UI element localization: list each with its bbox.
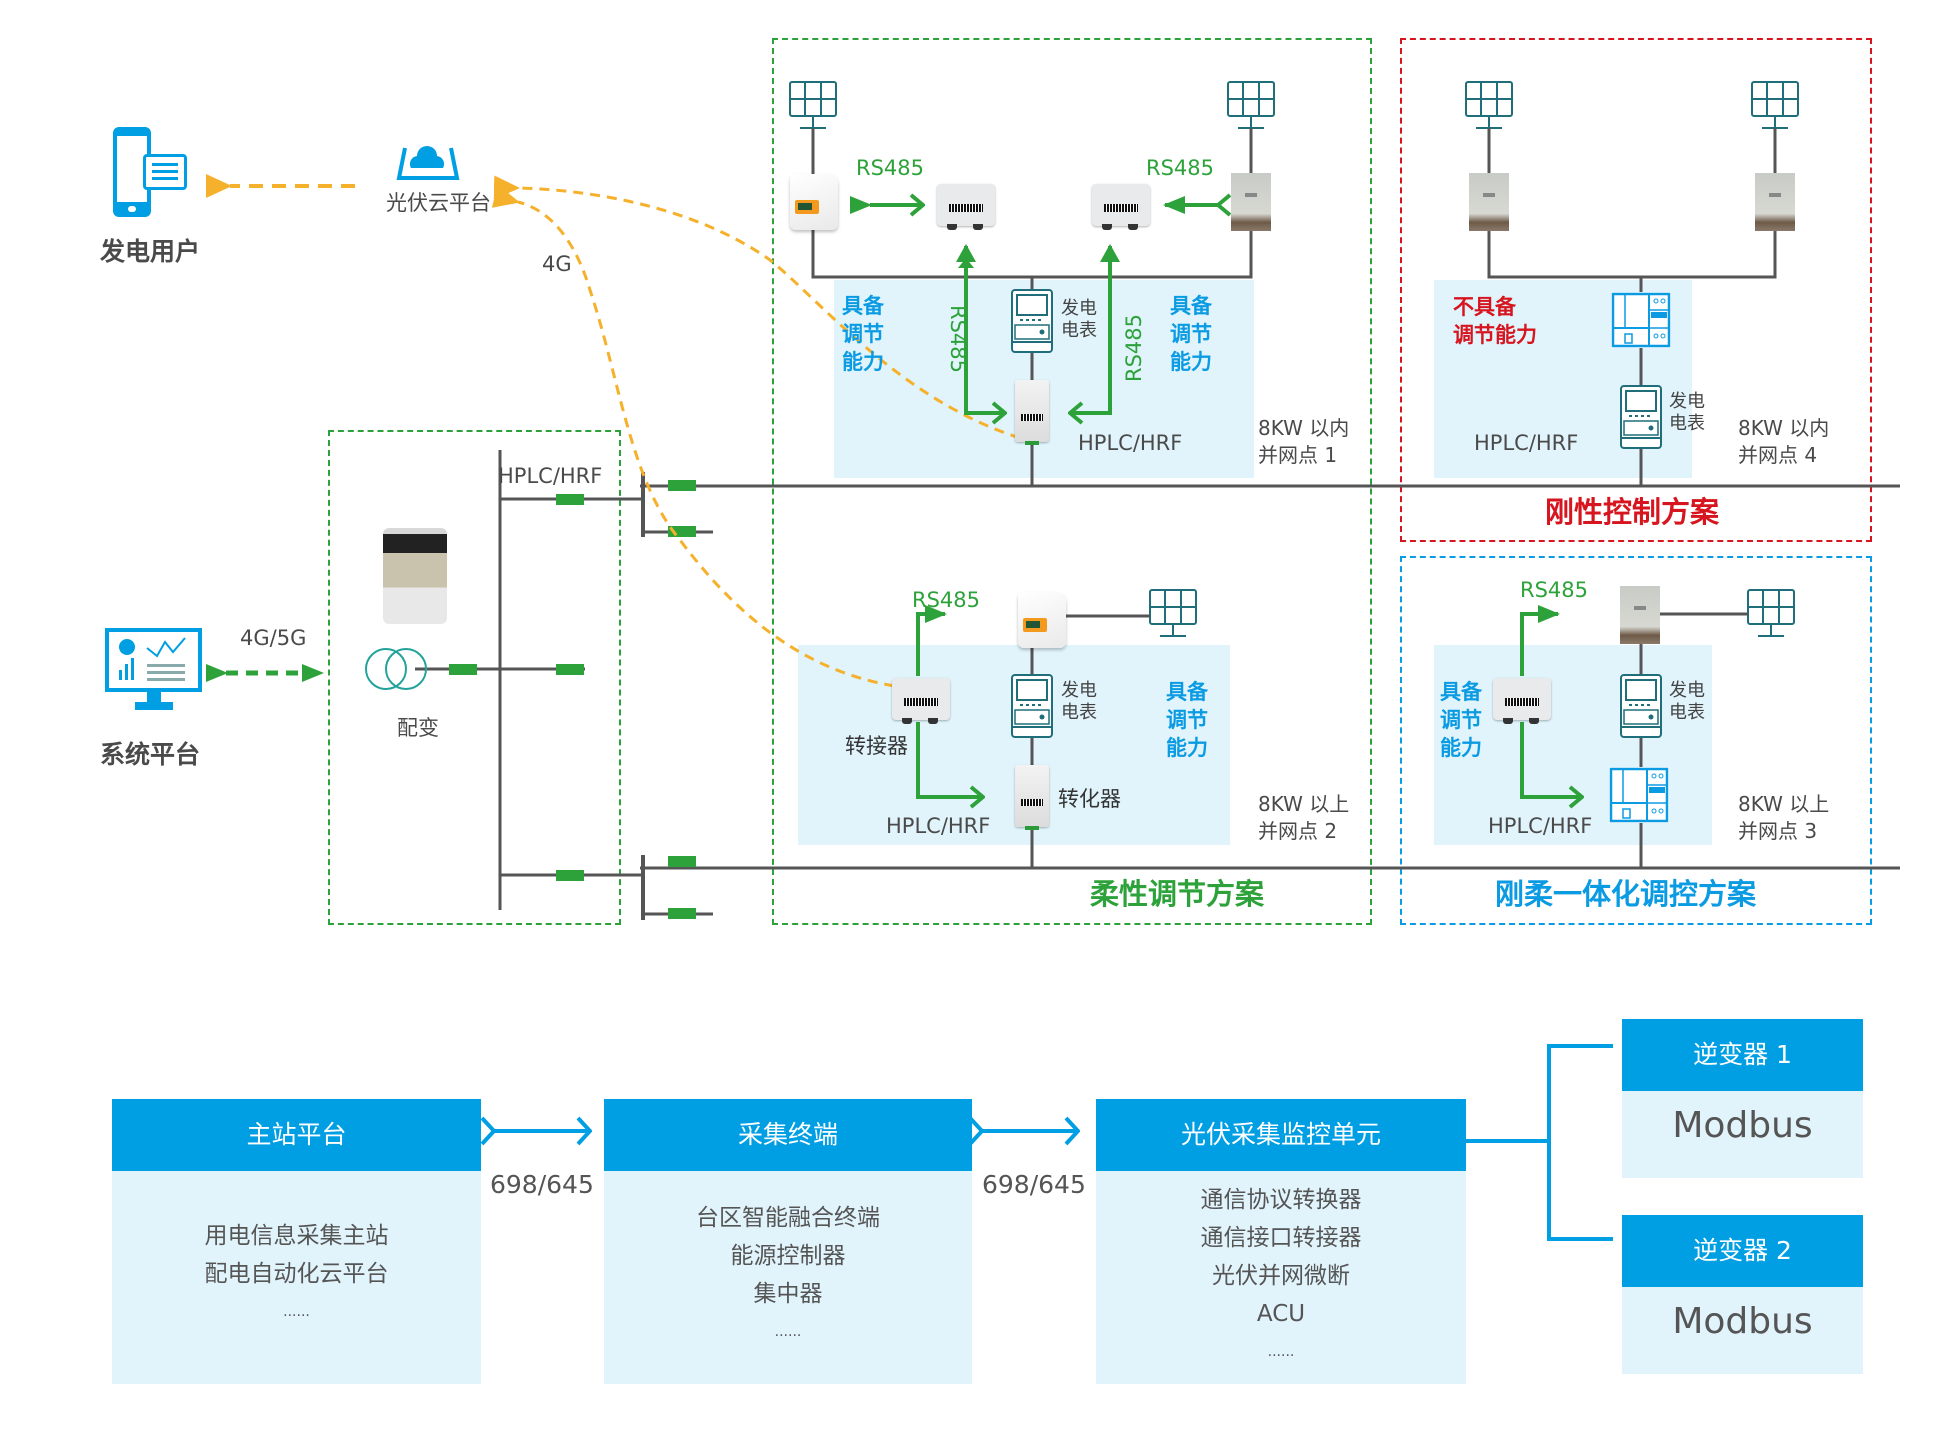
flexible-zone-box [772,38,1372,925]
meter-label: 发电 电表 [1061,680,1097,723]
rating-label: 8KW 以上 [1258,792,1350,816]
transformer-label: 配变 [397,716,439,740]
grid-point-label: 并网点 4 [1738,443,1818,467]
adapter-image [1092,184,1150,230]
flexible-zone-title: 柔性调节方案 [1090,877,1265,911]
breaker [668,526,696,537]
rating-label: 8KW 以上 [1738,792,1830,816]
adapter-image [1493,678,1551,724]
hybrid-zone-box [1400,556,1872,925]
rs485-label: RS485 [1146,156,1215,180]
converter-image [1015,765,1049,830]
grid-point-label: 并网点 1 [1258,443,1338,467]
breaker [668,480,696,491]
solar-panel-icon [1747,589,1795,637]
rigid-zone-title: 刚性控制方案 [1545,495,1720,529]
rating-label: 8KW 以内 [1258,416,1350,440]
meter-label: 发电 电表 [1669,391,1705,434]
capable-label: 具备 调节 能力 [1166,680,1208,760]
adapter-to-cloud-link [491,184,946,692]
transformer-icon [365,648,427,690]
card-master-station-body: 用电信息采集主站 配电自动化云平台 ...... [112,1171,481,1384]
power-user-label: 发电用户 [100,237,201,266]
link-4g-label: 4G [542,252,572,276]
inverter-image [790,174,838,230]
rating-label: 8KW 以内 [1738,416,1830,440]
converter-to-cloud-link [493,175,1021,440]
inverter-1-header: 逆变器 1 [1622,1019,1863,1091]
inverter-2-header: 逆变器 2 [1622,1215,1863,1287]
inverter-image [1469,173,1509,231]
system-platform-label: 系统平台 [100,740,201,769]
link-4g5g-label: 4G/5G [240,626,307,650]
inverter-image [1755,173,1795,231]
substation-hplc-label: HPLC/HRF [498,464,603,488]
hplc-label: HPLC/HRF [1488,814,1593,838]
hplc-label: HPLC/HRF [886,814,991,838]
breaker [668,856,696,867]
energy-meter-icon [1011,674,1053,738]
inverter-image [1620,586,1660,644]
solar-panel-icon [789,81,837,129]
inverter-2-body: Modbus [1622,1287,1863,1374]
adapter-image [892,678,950,724]
hplc-label: HPLC/HRF [1078,431,1183,455]
monitor-icon [105,628,202,712]
capable-label-left: 具备 调节 能力 [842,294,884,374]
rs485-vertical-label: RS485 [946,305,970,374]
cloud-platform-icon [395,142,461,182]
solar-panel-icon [1751,81,1799,129]
energy-meter-icon [1011,289,1053,353]
rs485-label: RS485 [912,588,981,612]
meter-label: 发电 电表 [1061,298,1097,341]
card-master-station-header: 主站平台 [112,1099,481,1171]
inverter-image [1018,592,1066,648]
inverter-image [1231,173,1271,231]
solar-panel-icon [1149,589,1197,637]
protocol-label: 698/645 [490,1170,594,1199]
meter-label: 发电 电表 [1669,680,1705,723]
distribution-cabinet-icon [1607,765,1671,825]
card-terminal-body: 台区智能融合终端 能源控制器 集中器 ...... [604,1171,972,1384]
breaker [668,908,696,919]
inverter-bus [1547,1044,1613,1241]
breaker [556,664,584,675]
converter-image [1015,380,1049,445]
rs485-label: RS485 [856,156,925,180]
substation-box [328,430,621,925]
rs485-vertical-label: RS485 [1122,313,1146,382]
adapter-image [937,184,995,230]
solar-panel-icon [1227,81,1275,129]
rs485-label: RS485 [1520,578,1589,602]
breaker [556,494,584,505]
capable-label: 具备 调节 能力 [1440,680,1482,760]
inverter-1-body: Modbus [1622,1091,1863,1178]
card-pv-unit-header: 光伏采集监控单元 [1096,1099,1466,1171]
incapable-label: 不具备 调节能力 [1453,295,1537,347]
solar-panel-icon [1465,81,1513,129]
rigid-zone-box [1400,38,1872,542]
card-pv-unit-body: 通信协议转换器 通信接口转接器 光伏并网微断 ACU ...... [1096,1171,1466,1384]
breaker [556,870,584,881]
protocol-label: 698/645 [982,1170,1086,1199]
concentrator-meter-image [383,528,447,624]
energy-meter-icon [1620,674,1662,738]
energy-meter-icon [1620,385,1662,449]
converter-label: 转化器 [1058,787,1121,811]
adapter-label: 转接器 [845,734,908,758]
distribution-cabinet-icon [1609,290,1673,350]
breaker [449,664,477,675]
card-terminal-header: 采集终端 [604,1099,972,1171]
cloud-platform-label: 光伏云平台 [386,191,491,215]
capable-label-right: 具备 调节 能力 [1170,294,1212,374]
grid-point-label: 并网点 3 [1738,819,1818,843]
hybrid-zone-title: 刚柔一体化调控方案 [1495,877,1757,911]
message-bubble-icon [143,154,187,190]
grid-point-label: 并网点 2 [1258,819,1338,843]
hplc-label: HPLC/HRF [1474,431,1579,455]
